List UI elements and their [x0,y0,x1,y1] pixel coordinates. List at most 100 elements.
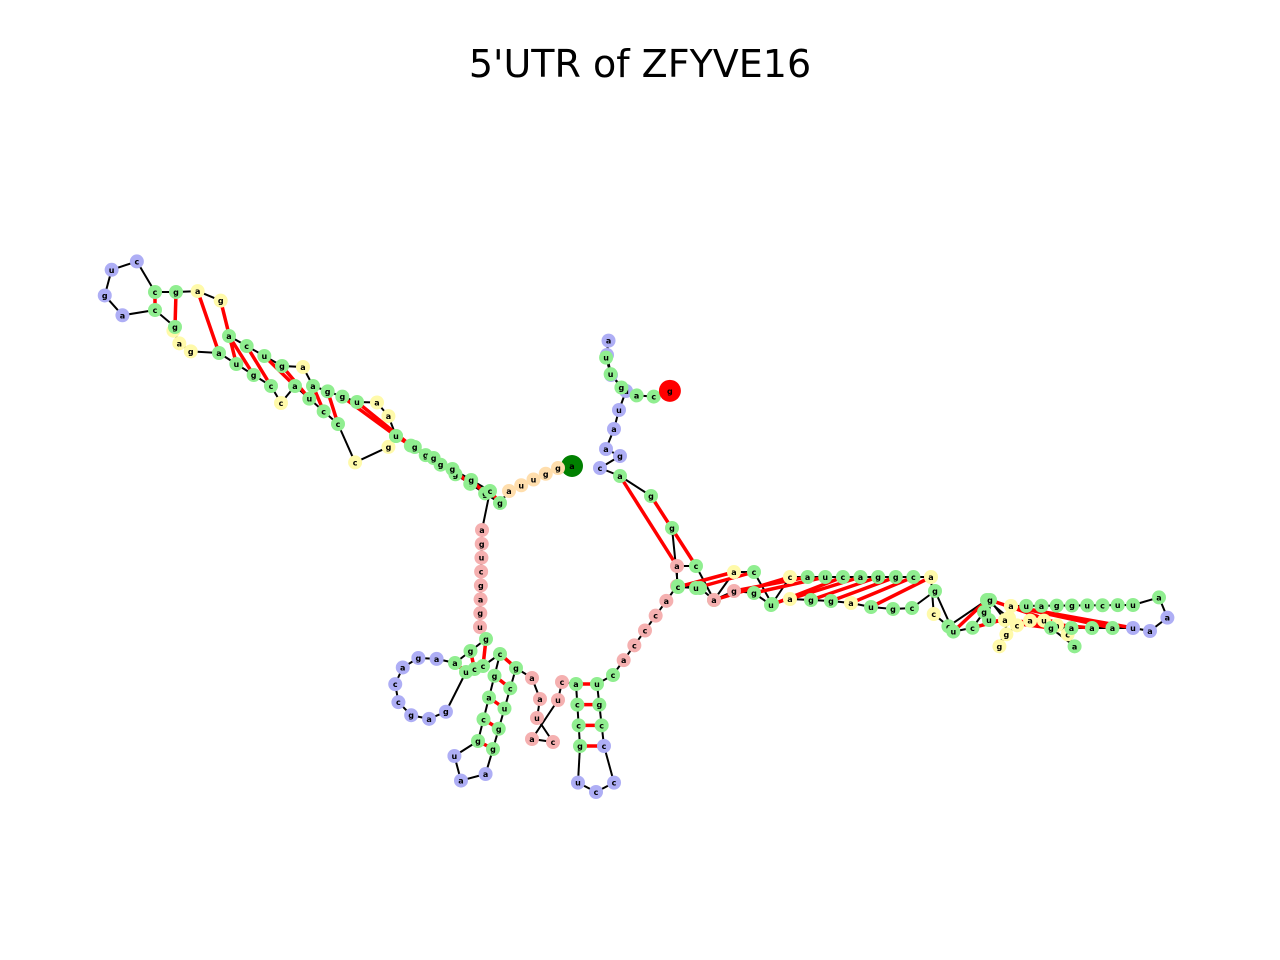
nucleotide-label: a [928,573,933,582]
nucleotide-label: c [970,624,975,633]
base-pair-bond [245,345,273,387]
nucleotide-stem: g [464,473,479,487]
nucleotide-label: c [244,342,249,351]
nucleotide-label: a [216,349,221,358]
nucleotide-label: a [573,680,578,689]
nucleotide-label: g [479,540,485,549]
nucleotide-label: a [177,339,182,348]
nucleotide-interior: c [1010,618,1024,633]
nucleotide-circle [555,675,569,689]
nucleotide-interior: a [998,613,1012,627]
nucleotide-circle [1044,621,1058,635]
nucleotide-label: c [651,393,656,402]
nucleotide-stem: g [335,389,350,404]
nucleotide-label: a [400,663,405,672]
nucleotide-stem: a [1085,621,1099,635]
nucleotide-multiloop: c [474,564,489,579]
nucleotide-circle [169,285,183,299]
nucleotide-label: c [594,788,599,797]
nucleotide-hairpin: u [1126,621,1140,635]
nucleotide-circle [946,624,961,639]
nucleotide-label: a [1089,624,1094,633]
nucleotide-circle [764,598,778,612]
nucleotide-label: g [1069,602,1075,611]
nucleotide-hairpin: u [570,775,585,790]
nucleotide-circle [381,409,396,424]
nucleotide-circle [478,767,493,781]
nucleotide-circle [569,677,583,691]
nucleotide-stem: u [1110,598,1125,613]
nucleotide-circle [607,422,621,436]
nucleotide-circle [546,735,560,749]
diagram-title: 5'UTR of ZFYVE16 [468,42,812,86]
nucleotide-stem: g [487,668,502,683]
nucleotide-label: g [617,452,623,461]
nucleotide-stem: u [590,677,604,691]
nucleotide-circle [1110,598,1125,613]
nucleotide-label: g [497,499,503,508]
nucleotide-label: c [911,573,916,582]
nucleotide-label: a [1008,602,1013,611]
nucleotide-stem: a [853,570,868,584]
nucleotide-circle [593,461,607,475]
nucleotide-circle [1023,613,1038,628]
nucleotide-stem: a [288,379,302,393]
nucleotide-stem: u [257,349,272,363]
nucleotide-stem: c [493,647,507,661]
nucleotide-circle [474,536,489,551]
nucleotide-circle [671,580,685,594]
nucleotide-stem: u [946,624,961,639]
nucleotide-circle [474,550,489,565]
nucleotide-multiloop: u [473,620,487,634]
nucleotide-hairpin: c [593,461,607,475]
nucleotide-hairpin: a [599,442,613,456]
nucleotide-label: g [412,443,418,452]
nucleotide-circle [422,711,437,726]
nucleotide-circle [483,484,497,498]
nucleotide-stem: g [320,384,335,399]
nucleotide-label: g [173,288,179,297]
nucleotide-label: a [374,398,379,407]
nucleotide-circle [644,489,658,503]
nucleotide-stem: u [302,391,317,406]
nucleotide-interior: g [992,639,1007,654]
nucleotide-label: u [768,601,774,610]
nucleotide-interior: a [296,360,310,374]
nucleotide-hairpin: a [607,422,621,436]
nucleotide-exterior: g [538,466,553,481]
nucleotide-stem: g [426,451,441,465]
nucleotide-label: c [1100,601,1105,610]
nucleotide-circle [448,656,462,670]
nucleotide-multiloop: a [525,671,539,685]
nucleotide-label: u [555,696,561,705]
nucleotide-circle [476,659,490,673]
nucleotide-stem: u [389,429,403,443]
nucleotide-label: g [596,701,602,710]
nucleotide-label: g [667,387,673,396]
nucleotide-label: g [102,291,108,300]
nucleotide-interior: a [381,409,396,424]
nucleotide-label: g [325,387,331,396]
nucleotide-label: u [986,616,992,625]
nucleotide-label: a [478,595,483,604]
nucleotide-circle [391,695,406,710]
nucleotide-label: a [529,735,534,744]
nucleotide-label: g [577,742,583,751]
nucleotide-label: a [195,287,200,296]
nucleotide-label: u [502,705,508,714]
nucleotide-label: a [621,656,626,665]
nucleotide-stem: c [148,303,162,317]
nucleotide-circle [288,379,302,393]
nucleotide-circle [616,653,631,668]
nucleotide-label: g [496,725,502,734]
nucleotide-label: u [1130,601,1136,610]
nucleotide-label: a [1027,617,1032,626]
nucleotide-label: a [1165,614,1170,623]
nucleotide-stem: a [306,379,320,393]
nucleotide-stem: u [497,701,512,716]
nucleotide-label: u [950,628,956,637]
nucleotide-circle [1010,618,1024,633]
nucleotide-stem: a [222,329,236,343]
nucleotide-label: g [279,362,285,371]
nucleotide-label: u [477,623,483,632]
